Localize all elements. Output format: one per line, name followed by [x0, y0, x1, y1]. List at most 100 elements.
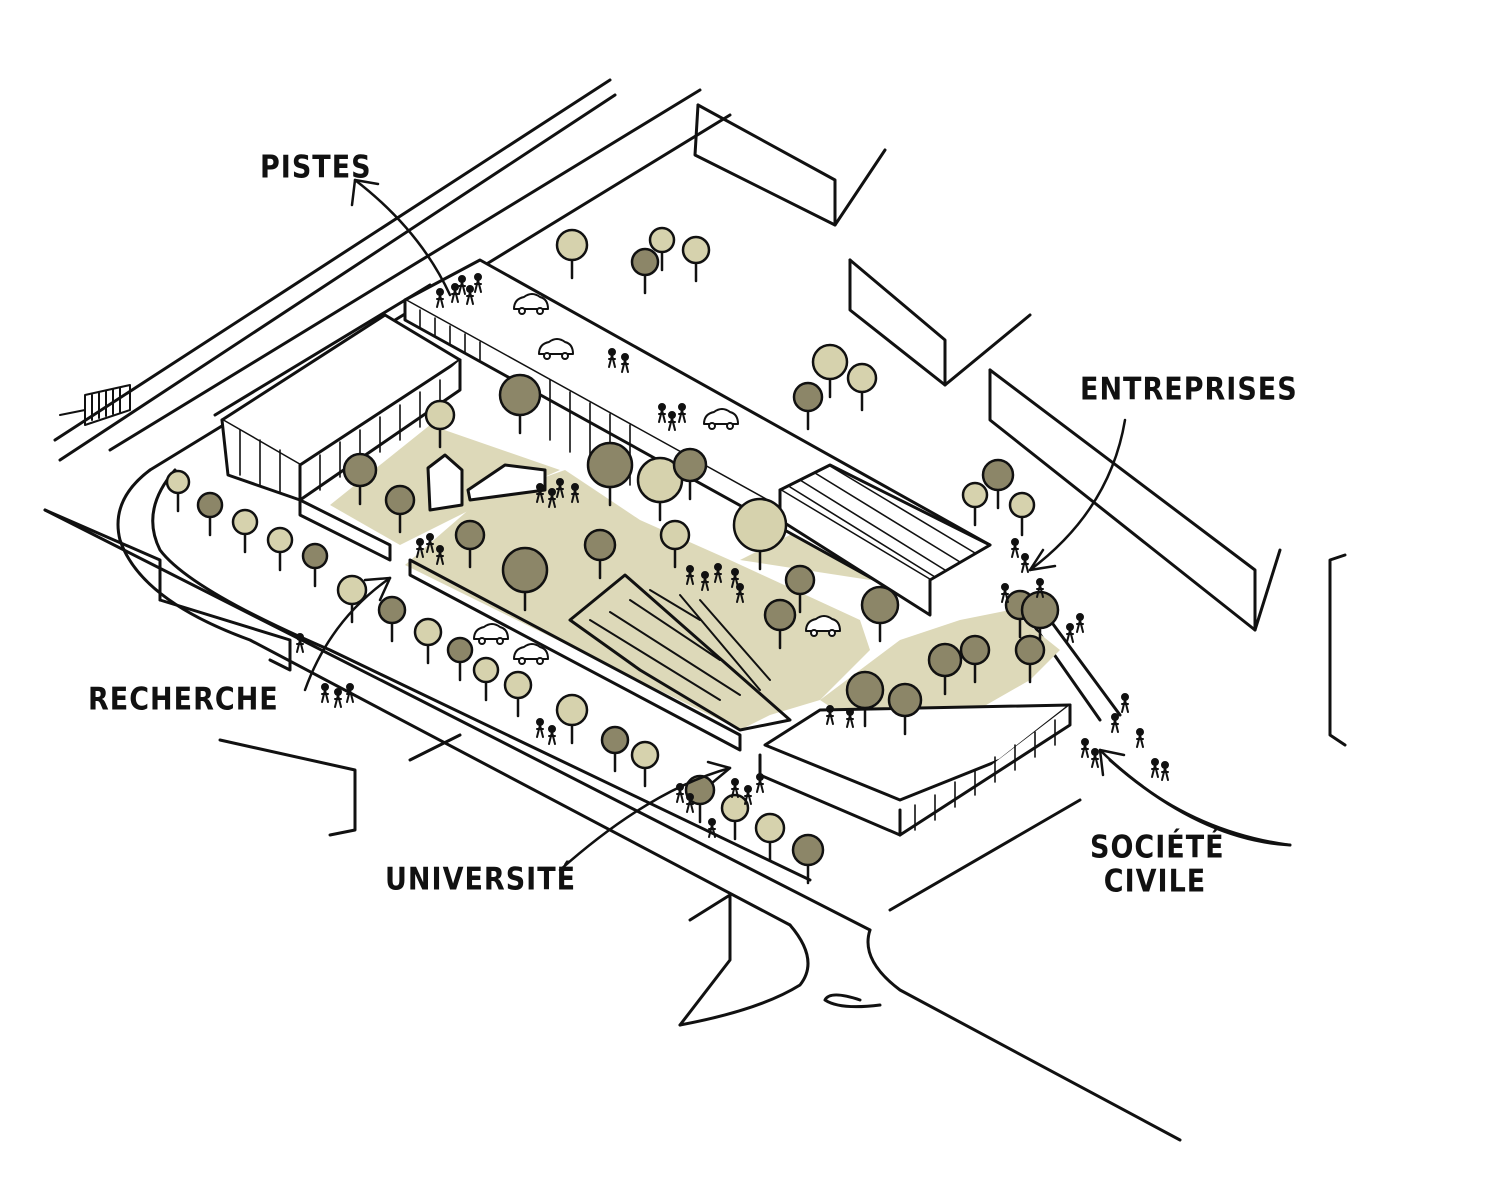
- tree-icon: [754, 812, 786, 862]
- pedestrian-icon: [744, 785, 752, 805]
- pedestrian-icon: [621, 353, 629, 373]
- rail-frame: [84, 384, 131, 426]
- annotation-arrows: [303, 178, 1292, 872]
- pedestrian-icon: [334, 688, 342, 708]
- tree-icon: [659, 519, 691, 569]
- context-building: [693, 103, 887, 227]
- tree-icon: [681, 235, 711, 283]
- pedestrian-icon: [1081, 738, 1089, 758]
- pedestrian-icon: [436, 545, 444, 565]
- tree-icon: [501, 546, 549, 612]
- pedestrian-icon: [346, 683, 354, 703]
- low-wall: [408, 558, 742, 752]
- label-recherche: RECHERCHE: [88, 681, 279, 718]
- pavilion: [466, 463, 547, 502]
- road-line: [1048, 618, 1122, 717]
- pedestrian-icon: [826, 705, 834, 725]
- context-buildings: [43, 103, 1347, 1027]
- context-building: [988, 368, 1257, 632]
- context-building: [848, 258, 1032, 387]
- tree-icon: [784, 564, 816, 614]
- pedestrian-icon: [701, 571, 709, 591]
- label-pistes: PISTES: [260, 149, 372, 186]
- pedestrian-icon: [686, 793, 694, 813]
- pedestrian-icon: [321, 683, 329, 703]
- tree-icon: [846, 362, 878, 412]
- wedge-line: [589, 589, 741, 701]
- road-line: [213, 283, 432, 417]
- pedestrian-icon: [451, 283, 459, 303]
- tree-icon: [1008, 491, 1036, 537]
- courtyard-fill: [405, 470, 870, 730]
- car-icon: [805, 615, 841, 637]
- road-curve: [866, 928, 1182, 1142]
- pedestrian-icon: [548, 725, 556, 745]
- car-icon: [538, 338, 574, 360]
- pedestrian-icon: [1076, 613, 1084, 633]
- arrow-icon: [1098, 748, 1292, 847]
- tree-icon: [231, 508, 259, 554]
- pedestrian-icon: [571, 483, 579, 503]
- tree-icon: [498, 373, 542, 435]
- tree-icon: [811, 343, 849, 399]
- low-wall: [298, 498, 392, 562]
- road-curve: [678, 923, 810, 1027]
- context-building: [408, 733, 462, 762]
- cars: [473, 293, 841, 665]
- tree-icon: [1014, 634, 1046, 684]
- tree-icon: [600, 725, 630, 773]
- label-universite: UNIVERSITÉ: [385, 861, 577, 898]
- tree-icon: [959, 634, 991, 684]
- context-building: [696, 103, 837, 227]
- label-societe: SOCIÉTÉ: [1090, 829, 1225, 866]
- context-building: [988, 368, 1282, 632]
- pedestrian-icon: [1121, 693, 1129, 713]
- pedestrian-icon: [1001, 583, 1009, 603]
- tree-icon: [413, 617, 443, 665]
- pedestrian-icon: [426, 533, 434, 553]
- pedestrian-icon: [731, 778, 739, 798]
- pedestrian-icon: [1136, 728, 1144, 748]
- context-building: [848, 258, 947, 387]
- context-building: [158, 598, 292, 672]
- tree-icon: [384, 484, 416, 534]
- pedestrian-icon: [608, 348, 616, 368]
- road-lines: [43, 78, 1292, 1142]
- car-icon: [703, 408, 739, 430]
- pedestrian-icon: [756, 773, 764, 793]
- pedestrians: [296, 273, 1169, 838]
- pedestrian-icon: [658, 403, 666, 423]
- pedestrian-icon: [686, 565, 694, 585]
- pedestrian-icon: [556, 478, 564, 498]
- pedestrian-icon: [1021, 553, 1029, 573]
- trees: [165, 226, 1060, 885]
- road-curve: [823, 993, 882, 1009]
- rail-hatch: [59, 384, 131, 426]
- pedestrian-icon: [708, 818, 716, 838]
- pedestrian-icon: [1066, 623, 1074, 643]
- tree-icon: [377, 595, 407, 643]
- tree-icon: [792, 381, 824, 431]
- building-side: [758, 753, 902, 837]
- tree-icon: [336, 574, 368, 624]
- tree-icon: [342, 452, 378, 506]
- car-icon: [513, 643, 549, 665]
- tree-icon: [630, 247, 660, 295]
- tree-icon: [763, 598, 797, 650]
- arrow-icon: [353, 178, 452, 297]
- tree-icon: [672, 447, 708, 501]
- road-line: [888, 798, 1082, 912]
- pedestrian-icon: [296, 633, 304, 653]
- context-building: [1328, 553, 1347, 747]
- tree-icon: [266, 526, 294, 572]
- arrow-icon: [706, 760, 732, 785]
- tree-icon: [927, 642, 963, 696]
- pedestrian-icon: [1091, 748, 1099, 768]
- pedestrian-icon: [436, 288, 444, 308]
- arrow-icon: [1028, 548, 1057, 572]
- tree-icon: [454, 519, 486, 569]
- road-curve: [116, 468, 792, 927]
- pedestrian-icon: [1111, 713, 1119, 733]
